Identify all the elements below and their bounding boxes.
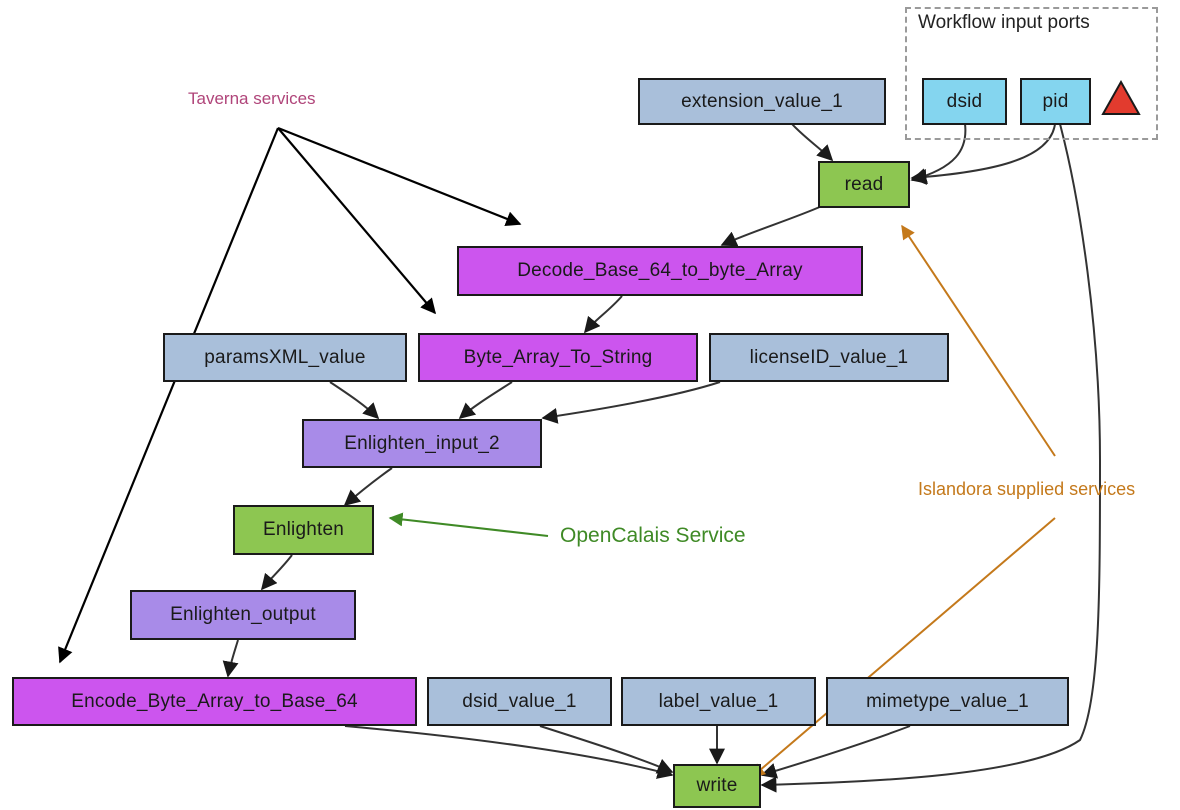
node-enlighten-input-2[interactable]: Enlighten_input_2 bbox=[302, 419, 542, 468]
node-enlighten-output[interactable]: Enlighten_output bbox=[130, 590, 356, 640]
workflow-input-ports-title: Workflow input ports bbox=[918, 12, 1090, 33]
taverna-arrow-to-bytearray bbox=[277, 127, 436, 315]
edge-input2-to-enlighten bbox=[343, 467, 393, 507]
edge-pid-to-write bbox=[760, 123, 1102, 793]
node-write[interactable]: write bbox=[673, 764, 761, 808]
islandora-arrow-to-read bbox=[901, 224, 1056, 457]
islandora-pointer-arrows bbox=[750, 224, 1056, 778]
input-port-pid[interactable]: pid bbox=[1020, 78, 1091, 125]
data-flow-edges bbox=[222, 123, 1102, 793]
edge-pid-to-read bbox=[910, 123, 1056, 185]
edge-dsidval-to-write bbox=[539, 725, 674, 774]
taverna-pointer-arrows bbox=[58, 126, 522, 664]
node-label-value-1[interactable]: label_value_1 bbox=[621, 677, 816, 726]
red-triangle-warning-icon bbox=[1101, 79, 1141, 115]
taverna-arrow-to-decode bbox=[277, 126, 522, 227]
node-read[interactable]: read bbox=[818, 161, 910, 208]
edge-extension-to-read bbox=[791, 123, 834, 162]
edge-output-to-encode bbox=[222, 639, 239, 678]
annotation-islandora-services: Islandora supplied services bbox=[918, 479, 1136, 499]
taverna-arrow-to-encode bbox=[58, 127, 280, 664]
edge-license-to-input2 bbox=[541, 381, 721, 424]
node-decode-base64[interactable]: Decode_Base_64_to_byte_Array bbox=[457, 246, 863, 296]
edge-enlighten-to-output bbox=[260, 554, 293, 591]
input-port-dsid[interactable]: dsid bbox=[922, 78, 1007, 125]
annotation-taverna-services: Taverna services bbox=[188, 89, 316, 108]
node-licenseid-value-1[interactable]: licenseID_value_1 bbox=[709, 333, 949, 382]
node-dsid-value-1[interactable]: dsid_value_1 bbox=[427, 677, 612, 726]
node-enlighten[interactable]: Enlighten bbox=[233, 505, 374, 555]
islandora-arrow-to-write bbox=[750, 517, 1056, 778]
node-encode-byte-array[interactable]: Encode_Byte_Array_to_Base_64 bbox=[12, 677, 417, 726]
annotation-opencalais-service: OpenCalais Service bbox=[560, 524, 746, 547]
edge-read-to-decode bbox=[720, 205, 823, 247]
opencalais-arrow-to-enlighten bbox=[388, 512, 549, 537]
node-byte-array-to-string[interactable]: Byte_Array_To_String bbox=[418, 333, 698, 382]
opencalais-pointer-arrow bbox=[388, 512, 549, 537]
node-paramsxml-value[interactable]: paramsXML_value bbox=[163, 333, 407, 382]
node-mimetype-value-1[interactable]: mimetype_value_1 bbox=[826, 677, 1069, 726]
edge-mimetype-to-write bbox=[760, 725, 911, 779]
edge-bytearray-to-input2 bbox=[458, 381, 513, 420]
workflow-input-ports-group bbox=[905, 7, 1158, 140]
edge-encode-to-write bbox=[344, 725, 674, 779]
edge-decode-to-bytearray bbox=[583, 295, 623, 334]
node-extension-value-1[interactable]: extension_value_1 bbox=[638, 78, 886, 125]
edge-params-to-input2 bbox=[329, 381, 380, 420]
